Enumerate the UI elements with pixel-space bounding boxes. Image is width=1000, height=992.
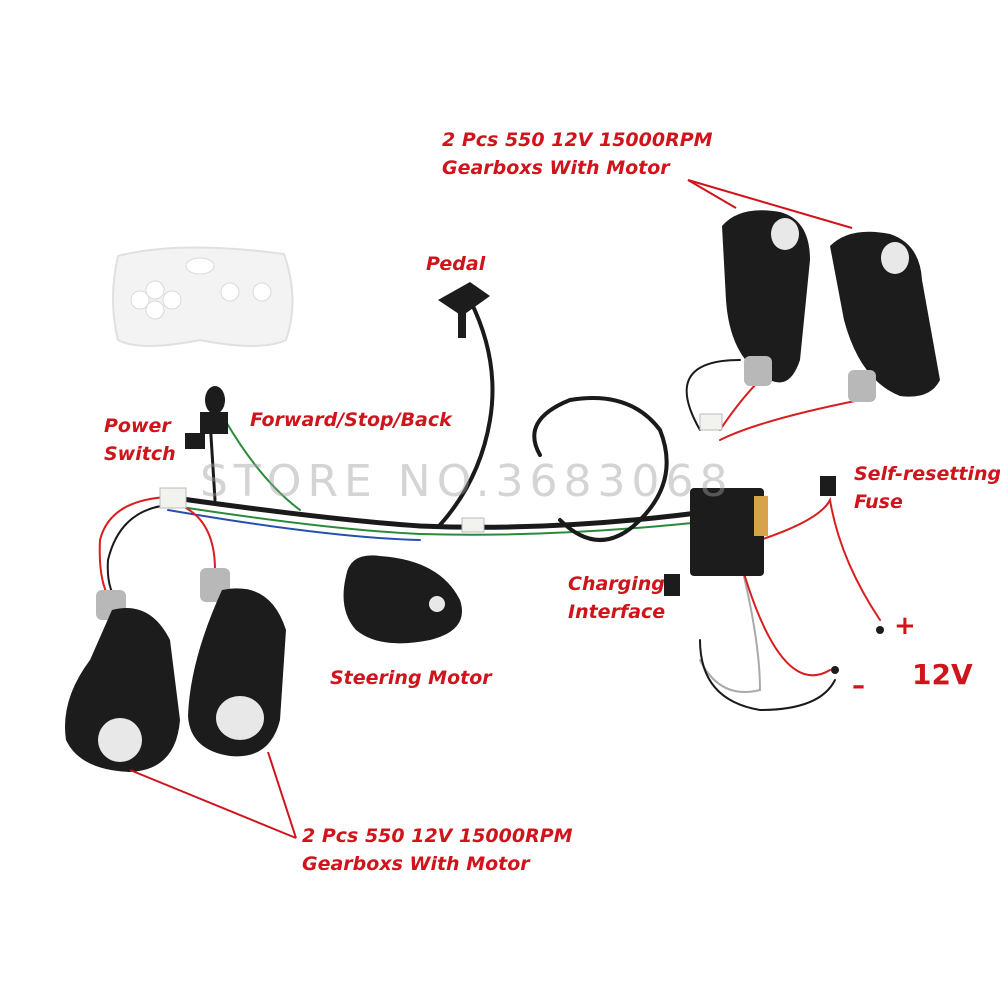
pointer-line: [267, 751, 297, 839]
self-resetting-fuse: [820, 476, 836, 496]
forward-stop-back-label: Forward/Stop/Back: [250, 409, 452, 431]
pointer-line: [687, 179, 853, 229]
steering-motor-label: Steering Motor: [330, 667, 492, 689]
steering-motor: [343, 555, 462, 644]
connector: [461, 517, 485, 533]
top-motor-label-line1: 2 Pcs 550 12V 15000RPM: [442, 129, 713, 151]
negative-label: –: [852, 671, 865, 701]
gearbox-motor-top-left: [722, 210, 810, 386]
pointer-lines: [129, 179, 853, 839]
pedal: [438, 282, 490, 338]
charging-label-line2: Interface: [568, 601, 666, 623]
top-motor-label-line2: Gearboxs With Motor: [442, 157, 670, 179]
connector: [699, 413, 723, 431]
voltage-label: 12V: [912, 658, 973, 691]
self-resetting-label-line1: Self-resetting: [854, 463, 1000, 485]
pointer-line: [687, 179, 737, 209]
controller-box: [690, 488, 768, 576]
gearbox-motor-bottom-right: [188, 568, 286, 757]
remote-control: [112, 246, 294, 347]
self-resetting-label-line2: Fuse: [854, 491, 903, 513]
positive-lead: [876, 626, 884, 634]
gearbox-motor-top-right: [830, 231, 940, 402]
store-watermark: STORE NO.3683068: [200, 456, 734, 507]
power-switch: [185, 433, 205, 449]
gearbox-motor-bottom-left: [65, 590, 180, 772]
charging-label-line1: Charging: [568, 573, 665, 595]
power-switch-label-line1: Power: [104, 415, 171, 437]
power-switch-label-line2: Switch: [104, 443, 176, 465]
positive-label: +: [894, 611, 916, 641]
bottom-motor-label-line2: Gearboxs With Motor: [302, 853, 530, 875]
pedal-label: Pedal: [426, 253, 486, 275]
negative-lead: [831, 666, 839, 674]
bottom-motor-label-line1: 2 Pcs 550 12V 15000RPM: [302, 825, 573, 847]
forward-stop-back-switch: [200, 386, 228, 434]
charging-interface: [664, 574, 680, 596]
connector: [159, 487, 187, 509]
pointer-line: [129, 769, 297, 839]
